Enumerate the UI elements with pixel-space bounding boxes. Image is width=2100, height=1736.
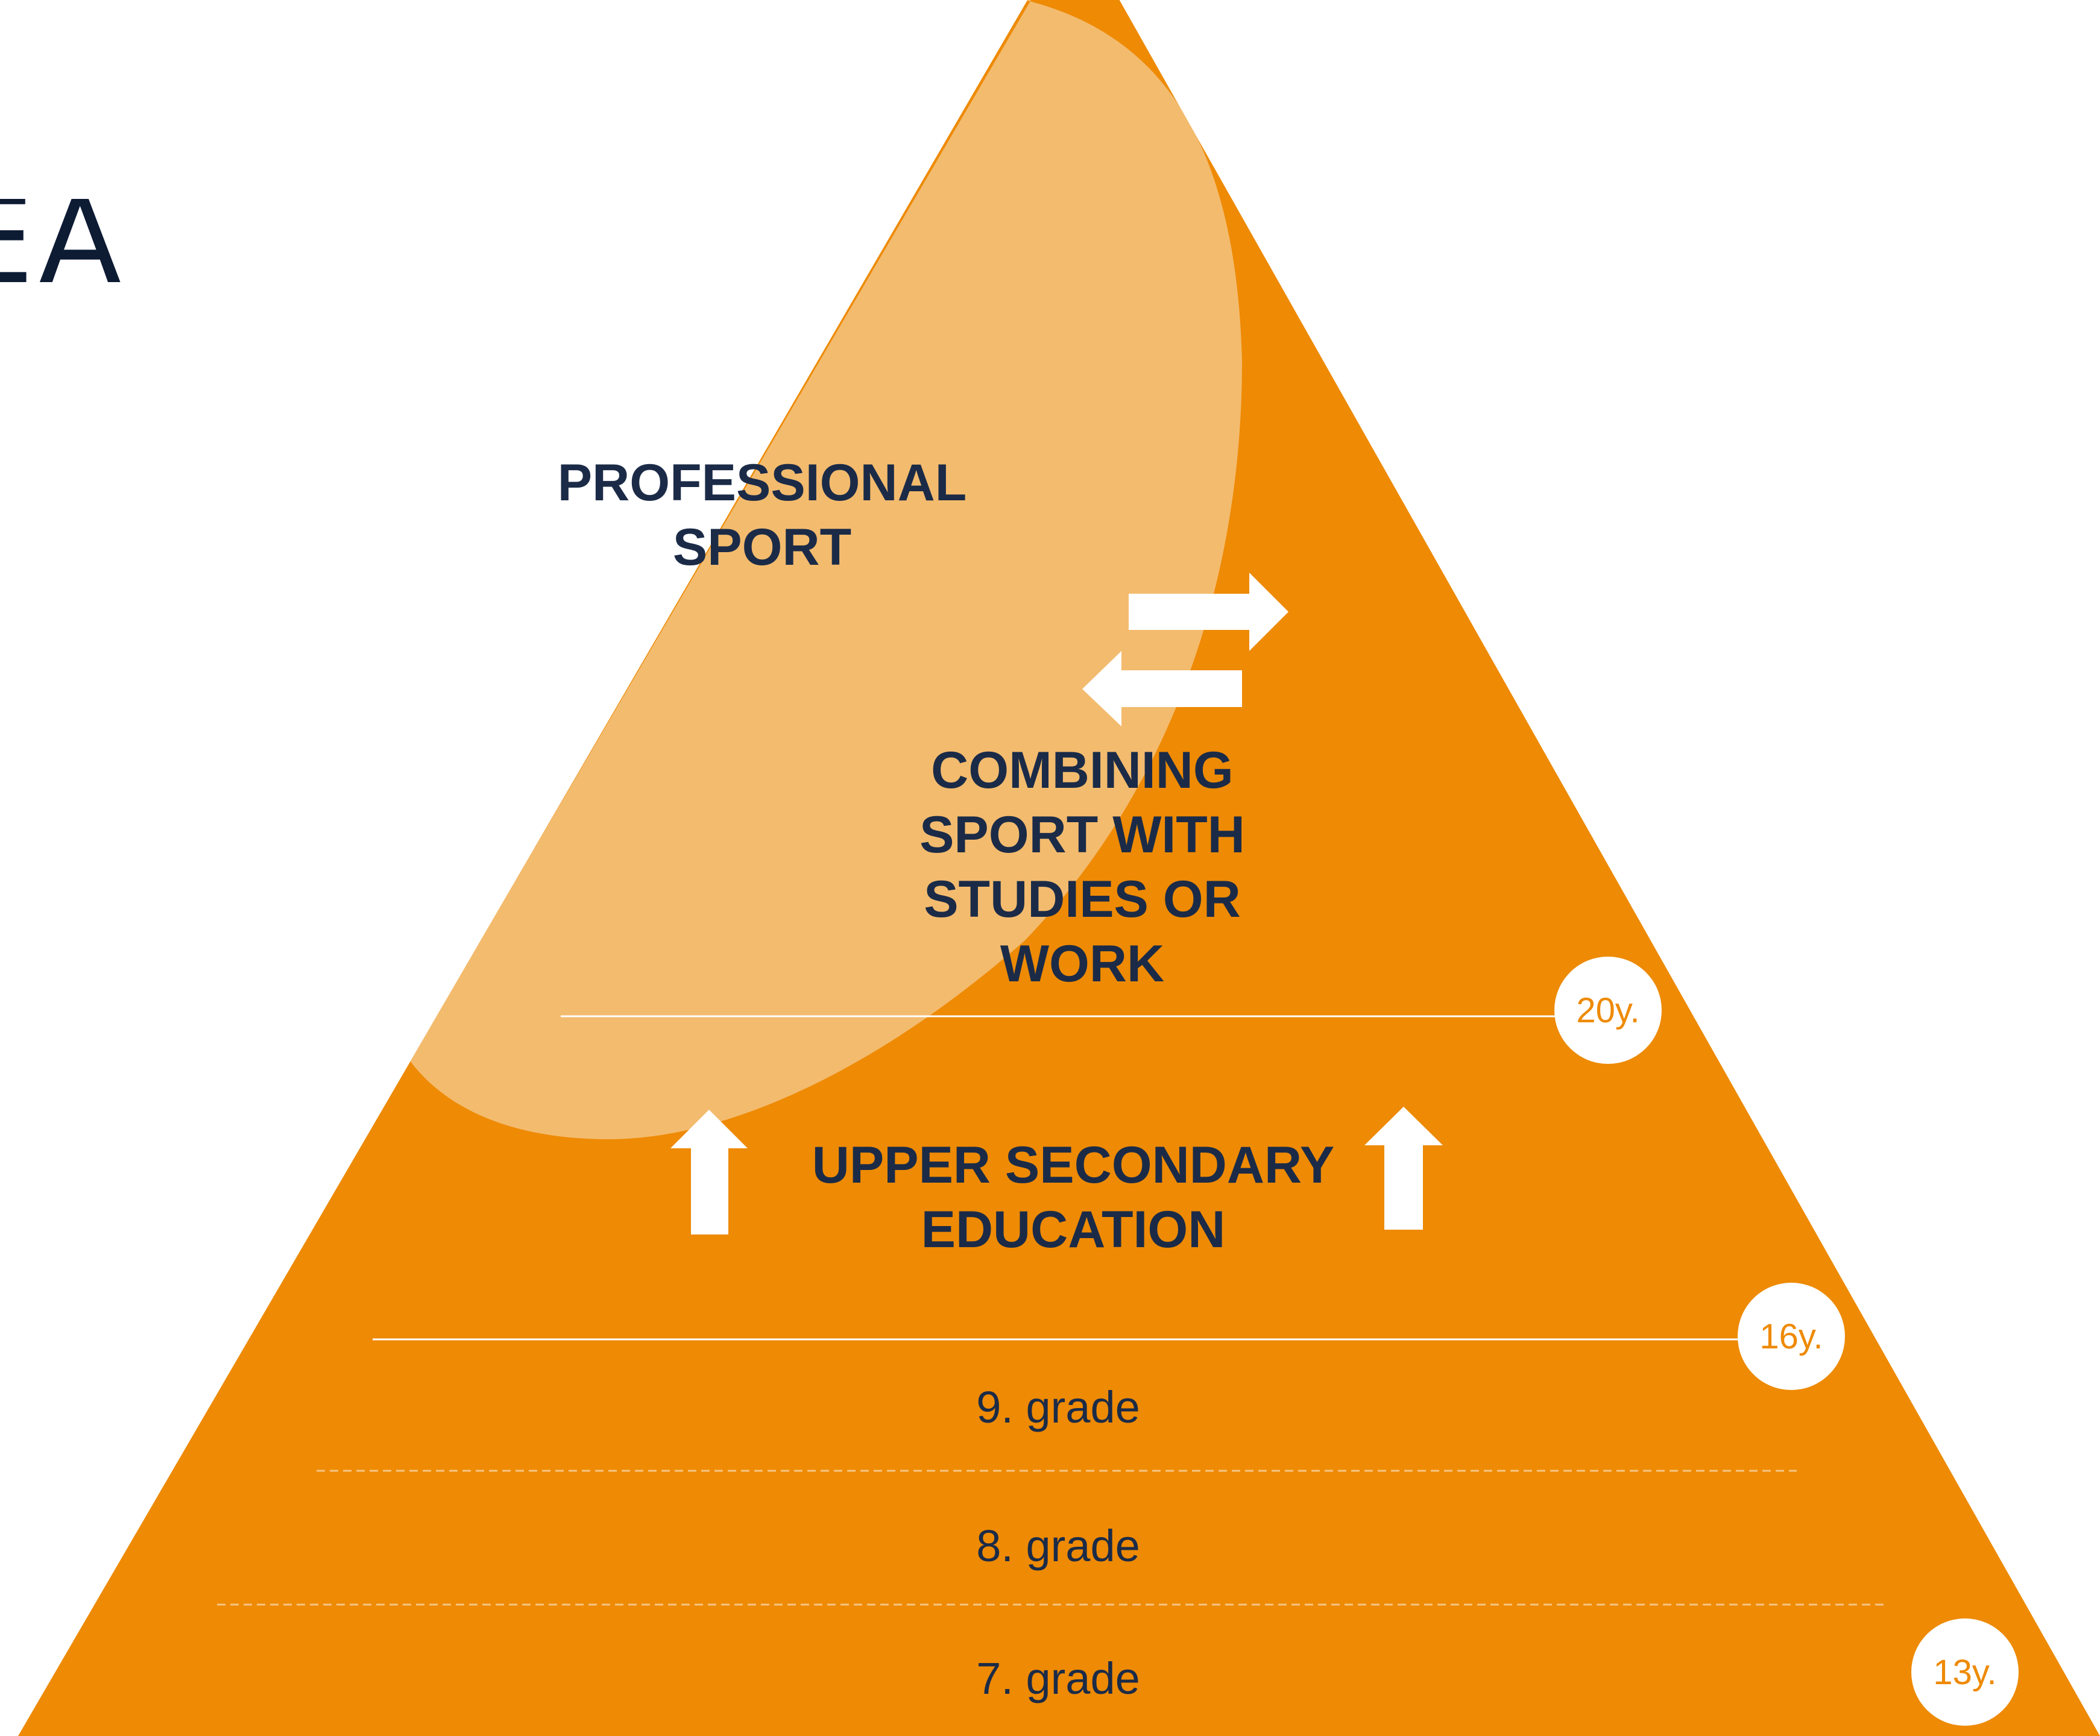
- level-grade-7: 7. grade: [976, 1653, 1140, 1703]
- age-label-13: 13y.: [1933, 1652, 1997, 1692]
- arrow-right-icon: [1129, 573, 1288, 651]
- arrow-up-icon: [670, 1110, 748, 1234]
- logo: EA: [0, 199, 127, 289]
- age-label-20: 20y.: [1576, 990, 1640, 1030]
- arrow-up-icon: [1364, 1107, 1443, 1230]
- age-badge-20: 20y.: [1554, 957, 1662, 1064]
- age-badge-16: 16y.: [1738, 1283, 1845, 1390]
- arrow-left-icon: [1082, 651, 1242, 726]
- level-combining-sport: COMBINING SPORT WITH STUDIES OR WORK: [919, 741, 1245, 993]
- age-label-16: 16y.: [1759, 1316, 1823, 1356]
- level-professional-sport: PROFESSIONAL SPORT: [557, 454, 967, 576]
- level-grade-8: 8. grade: [976, 1521, 1140, 1571]
- professional-highlight: [410, 0, 1242, 1139]
- level-upper-secondary: UPPER SECONDARY EDUCATION: [812, 1136, 1335, 1259]
- level-grade-9: 9. grade: [976, 1382, 1140, 1432]
- age-badge-13: 13y.: [1911, 1618, 2019, 1726]
